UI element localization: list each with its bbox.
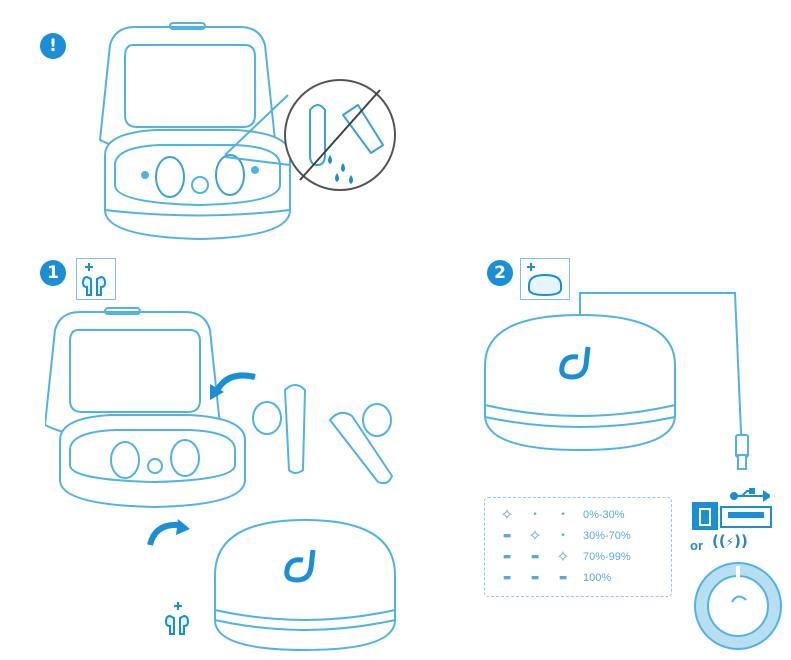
wireless-charging-icon: ((⚡)) (712, 532, 748, 550)
led-on-icon: ▬ (493, 552, 521, 562)
charge-range-label: 70%-99% (583, 551, 631, 563)
usb-icon (730, 488, 770, 504)
warning-badge-label: ! (49, 36, 57, 56)
step2-badge-label: 2 (494, 263, 506, 283)
usb-c-port-icon (692, 502, 718, 530)
led-on-icon: ▬ (493, 573, 521, 583)
led-blinking-icon: ✧ (521, 526, 549, 545)
led-blinking-icon: ✧ (549, 547, 577, 566)
case-with-cable-illustration (480, 285, 780, 485)
charge-range-label: 0%-30% (583, 509, 625, 521)
led-blinking-icon: ✧ (493, 505, 521, 524)
charge-level-row: ✧••0%-30% (493, 504, 671, 525)
led-off-icon: • (521, 510, 549, 520)
step1-badge-label: 1 (47, 263, 59, 283)
charge-level-table: ✧••0%-30%▬✧•30%-70%▬▬✧70%-99%▬▬▬100% (484, 497, 672, 597)
charge-level-row: ▬✧• 30%-70% (493, 525, 671, 546)
charge-range-label: 30%-70% (583, 530, 631, 542)
open-case-earbuds-out-illustration (45, 300, 405, 510)
wireless-charger-illustration (692, 560, 784, 652)
step2-badge: 2 (487, 260, 513, 286)
warning-badge: ! (40, 33, 66, 59)
open-case-wet-illustration (75, 15, 415, 245)
charge-level-row: ▬▬▬100% (493, 567, 671, 588)
or-text: or (690, 538, 703, 553)
charge-level-rows: ✧••0%-30%▬✧•30%-70%▬▬✧70%-99%▬▬▬100% (485, 498, 671, 588)
step1-badge: 1 (40, 260, 66, 286)
led-off-icon: • (549, 510, 577, 520)
led-off-icon: • (549, 531, 577, 541)
earbuds-charge-icon (76, 258, 116, 300)
led-on-icon: ▬ (521, 573, 549, 583)
led-on-icon: ▬ (549, 573, 577, 583)
led-on-icon: ▬ (493, 531, 521, 541)
earbuds-small-icon (160, 600, 196, 640)
led-on-icon: ▬ (521, 552, 549, 562)
usb-a-port-icon (720, 506, 772, 528)
charge-range-label: 100% (583, 572, 611, 584)
charge-level-row: ▬▬✧70%-99% (493, 546, 671, 567)
